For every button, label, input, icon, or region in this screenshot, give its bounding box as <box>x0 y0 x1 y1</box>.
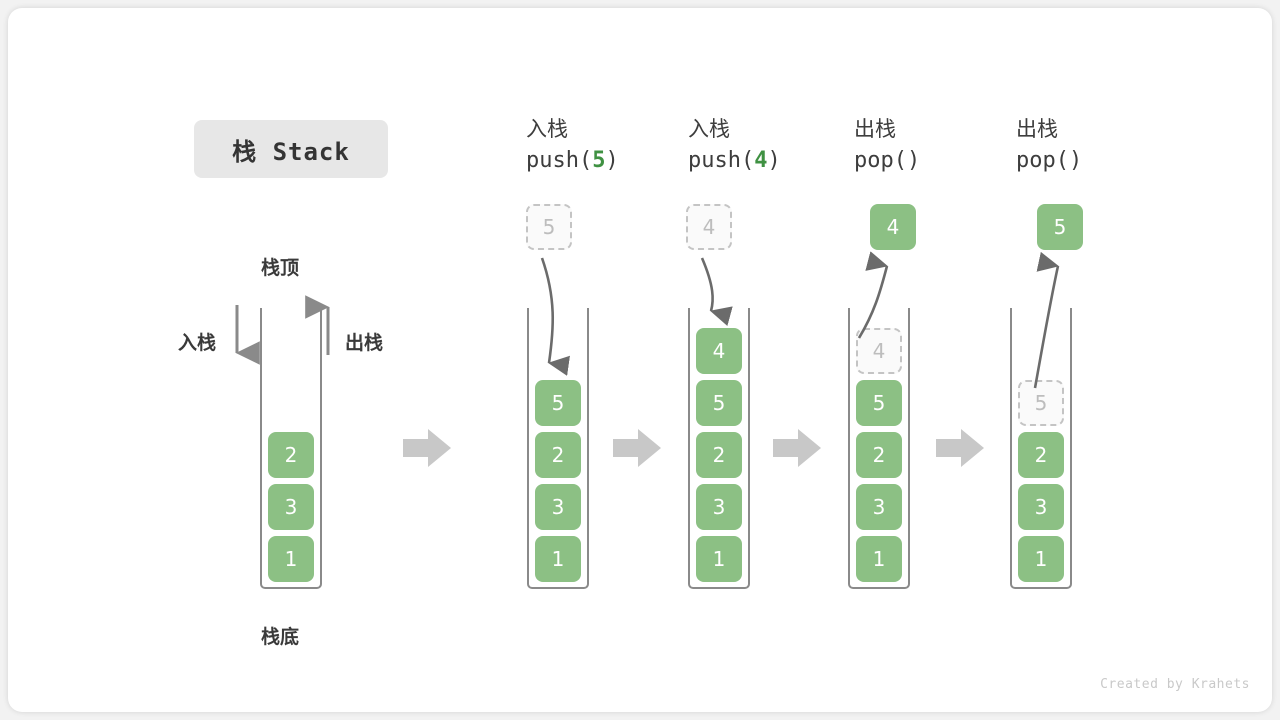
stack-cell: 3 <box>856 484 902 530</box>
flow-arrow-icon <box>403 429 451 467</box>
incoming-ghost-cell: 4 <box>686 204 732 250</box>
code-argument: 5 <box>592 148 606 173</box>
push-motion-arrow <box>700 257 733 326</box>
title-chip-label: 栈 Stack <box>232 137 350 166</box>
step-header-cn: 出栈 <box>854 117 896 141</box>
flow-arrow-icon <box>613 429 661 467</box>
stack-cell: 1 <box>535 536 581 582</box>
title-chip: 栈 Stack <box>194 120 388 178</box>
code-argument: 4 <box>754 148 768 173</box>
stack-container-pop-5 <box>1010 308 1072 589</box>
stack-cell: 1 <box>696 536 742 582</box>
step-header-pop-4: 出栈 pop() <box>854 114 1024 178</box>
flow-arrow-icon <box>773 429 821 467</box>
popped-cell: 4 <box>870 204 916 250</box>
pop-side-label: 出栈 <box>345 332 384 354</box>
step-header-code: pop() <box>1016 144 1186 178</box>
incoming-ghost-cell: 5 <box>526 204 572 250</box>
stack-cell: 3 <box>535 484 581 530</box>
credit-text: Created by Krahets <box>1100 677 1250 692</box>
code-prefix: pop( <box>1016 148 1069 173</box>
step-header-cn: 入栈 <box>526 117 568 141</box>
step-header-code: pop() <box>854 144 1024 178</box>
step-header-pop-5: 出栈 pop() <box>1016 114 1186 178</box>
stack-cell: 5 <box>535 380 581 426</box>
diagram-canvas: 栈 Stack 栈顶 栈底 入栈 出栈 2 3 1 入栈 push(5) 5 5… <box>8 8 1272 712</box>
code-prefix: pop( <box>854 148 907 173</box>
step-header-cn: 出栈 <box>1016 117 1058 141</box>
stack-cell: 2 <box>1018 432 1064 478</box>
popped-cell: 5 <box>1037 204 1083 250</box>
push-side-label: 入栈 <box>178 332 217 354</box>
stack-bottom-label: 栈底 <box>261 626 300 648</box>
stack-cell: 3 <box>696 484 742 530</box>
code-prefix: push( <box>688 148 755 173</box>
step-header-push-4: 入栈 push(4) <box>688 114 858 178</box>
step-header-code: push(4) <box>688 144 858 178</box>
step-header-cn: 入栈 <box>688 117 730 141</box>
stack-cell: 3 <box>1018 484 1064 530</box>
flow-arrow-icon <box>936 429 984 467</box>
stack-cell: 2 <box>856 432 902 478</box>
stack-cell: 4 <box>696 328 742 374</box>
code-suffix: ) <box>906 148 921 173</box>
vacated-ghost-cell: 5 <box>1018 380 1064 426</box>
stack-cell: 3 <box>268 484 314 530</box>
stack-cell: 5 <box>696 380 742 426</box>
stack-cell: 5 <box>856 380 902 426</box>
stack-container-push-4 <box>688 308 750 589</box>
stack-top-label: 栈顶 <box>261 257 300 279</box>
stack-container-pop-4 <box>848 308 910 589</box>
stack-cell: 2 <box>535 432 581 478</box>
stack-cell: 2 <box>696 432 742 478</box>
code-prefix: push( <box>526 148 593 173</box>
stack-cell: 2 <box>268 432 314 478</box>
stack-cell: 1 <box>1018 536 1064 582</box>
code-suffix: ) <box>605 148 619 173</box>
stack-cell: 1 <box>268 536 314 582</box>
vacated-ghost-cell: 4 <box>856 328 902 374</box>
stack-cell: 1 <box>856 536 902 582</box>
stack-container-initial <box>260 308 322 589</box>
code-suffix: ) <box>767 148 781 173</box>
code-suffix: ) <box>1068 148 1083 173</box>
stack-container-push-5 <box>527 308 589 589</box>
step-header-push-5: 入栈 push(5) <box>526 114 696 178</box>
step-header-code: push(5) <box>526 144 696 178</box>
